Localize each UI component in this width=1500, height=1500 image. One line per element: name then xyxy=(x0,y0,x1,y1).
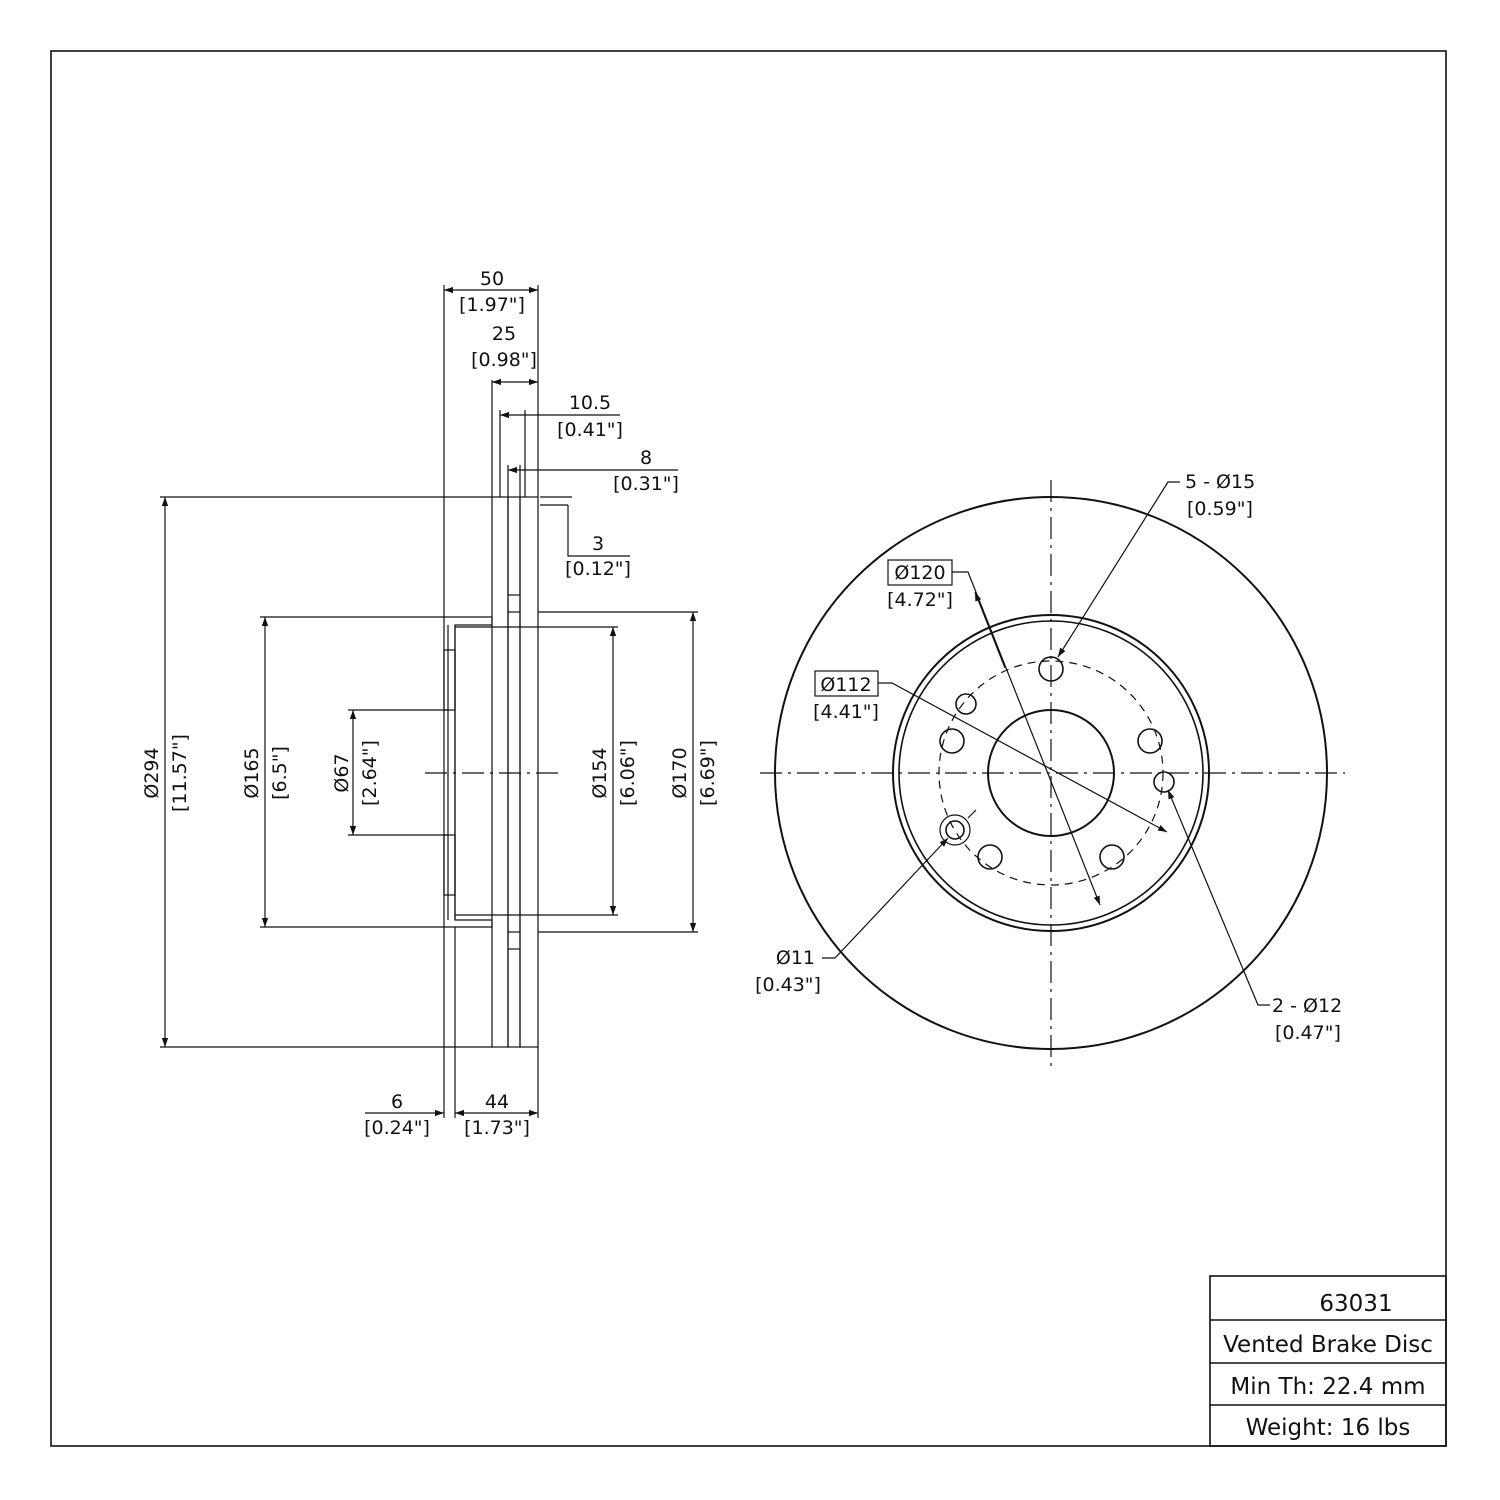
dim-170-inch-label: [6.69"] xyxy=(697,740,719,806)
bolt-hole xyxy=(939,728,965,754)
title-block: 63031 Vented Brake Disc Min Th: 22.4 mm … xyxy=(1209,1275,1447,1447)
part-number: 63031 xyxy=(1319,1291,1392,1317)
pcd-112-label: Ø112 xyxy=(820,674,871,696)
dim-44-inch-label: [1.73"] xyxy=(464,1117,530,1139)
vent-channel xyxy=(507,496,521,1048)
dim-3-inch-label: [0.12"] xyxy=(565,558,631,580)
set-screw-hole xyxy=(945,820,965,840)
dim-10-5-label: 10.5 xyxy=(569,392,611,414)
dim-165-inch-label: [6.5"] xyxy=(269,746,291,800)
dim-50-inch-label: [1.97"] xyxy=(459,294,525,316)
dim-6-label: 6 xyxy=(391,1091,403,1113)
dim-8-inch-label: [0.31"] xyxy=(613,473,679,495)
hat-section xyxy=(443,616,493,928)
dim-10-5-inch-label: [0.41"] xyxy=(557,419,623,441)
dim-8-label: 8 xyxy=(640,447,652,469)
dim-294-inch-label: [11.57"] xyxy=(169,734,191,812)
dim-170-label: Ø170 xyxy=(669,747,691,798)
weight: Weight: 16 lbs xyxy=(1246,1415,1411,1441)
pcd-120-label: Ø120 xyxy=(894,562,945,584)
pcd-112-inch-label: [4.41"] xyxy=(813,701,879,723)
set-screw-hole-counterbore xyxy=(939,814,971,846)
bolt-hole xyxy=(1137,728,1163,754)
bolt-hole xyxy=(1038,656,1064,682)
dim-294-label: Ø294 xyxy=(141,747,163,798)
dim-6-inch-label: [0.24"] xyxy=(364,1117,430,1139)
drawing-border xyxy=(50,50,1447,1447)
dim-50-label: 50 xyxy=(480,268,504,290)
outer-friction-plate xyxy=(491,496,509,1048)
dim-154-label: Ø154 xyxy=(589,747,611,798)
part-description: Vented Brake Disc xyxy=(1223,1332,1433,1358)
dim-165-label: Ø165 xyxy=(241,747,263,798)
side-section-view: 50 [1.97"] 25 [0.98"] 10.5 [0.41"] 8 [0.… xyxy=(141,268,719,1139)
hole-11-label: Ø11 xyxy=(776,947,815,969)
holes-12-label: 2 - Ø12 xyxy=(1272,995,1342,1017)
bolt-hole xyxy=(1099,844,1125,870)
holes-12-inch-label: [0.47"] xyxy=(1275,1022,1341,1044)
dim-67-inch-label: [2.64"] xyxy=(359,740,381,806)
holes-15-inch-label: [0.59"] xyxy=(1187,498,1253,520)
dim-67-label: Ø67 xyxy=(331,753,353,792)
locating-hole xyxy=(1153,771,1175,793)
dim-3-label: 3 xyxy=(592,533,604,555)
inner-friction-plate xyxy=(519,496,539,1048)
min-thickness: Min Th: 22.4 mm xyxy=(1230,1374,1425,1400)
hole-11-inch-label: [0.43"] xyxy=(755,974,821,996)
holes-15-label: 5 - Ø15 xyxy=(1185,471,1255,493)
front-view: 5 - Ø15 [0.59"] Ø120 [4.72"] Ø112 [4.41"… xyxy=(755,471,1345,1068)
dim-25-label: 25 xyxy=(492,323,516,345)
dim-25-inch-label: [0.98"] xyxy=(471,349,537,371)
dim-44-label: 44 xyxy=(485,1091,509,1113)
pcd-120-inch-label: [4.72"] xyxy=(887,589,953,611)
dim-154-inch-label: [6.06"] xyxy=(617,740,639,806)
bolt-hole xyxy=(977,844,1003,870)
locating-hole xyxy=(955,693,977,715)
